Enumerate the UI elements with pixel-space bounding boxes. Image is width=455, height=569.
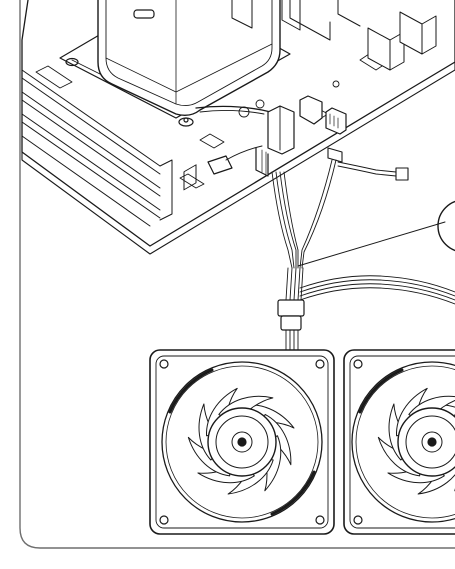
argb-header-connector [207,95,347,175]
frame-border [19,0,455,549]
fan-right [343,349,455,535]
fan-header-connector [255,105,295,177]
callout-circle [297,200,455,267]
vrm-blocks [289,0,437,71]
fan-left [149,349,335,535]
fan-splitter-cable [271,147,455,353]
expansion-slots [21,69,197,227]
cpu-cooler-pump-block [59,0,301,127]
